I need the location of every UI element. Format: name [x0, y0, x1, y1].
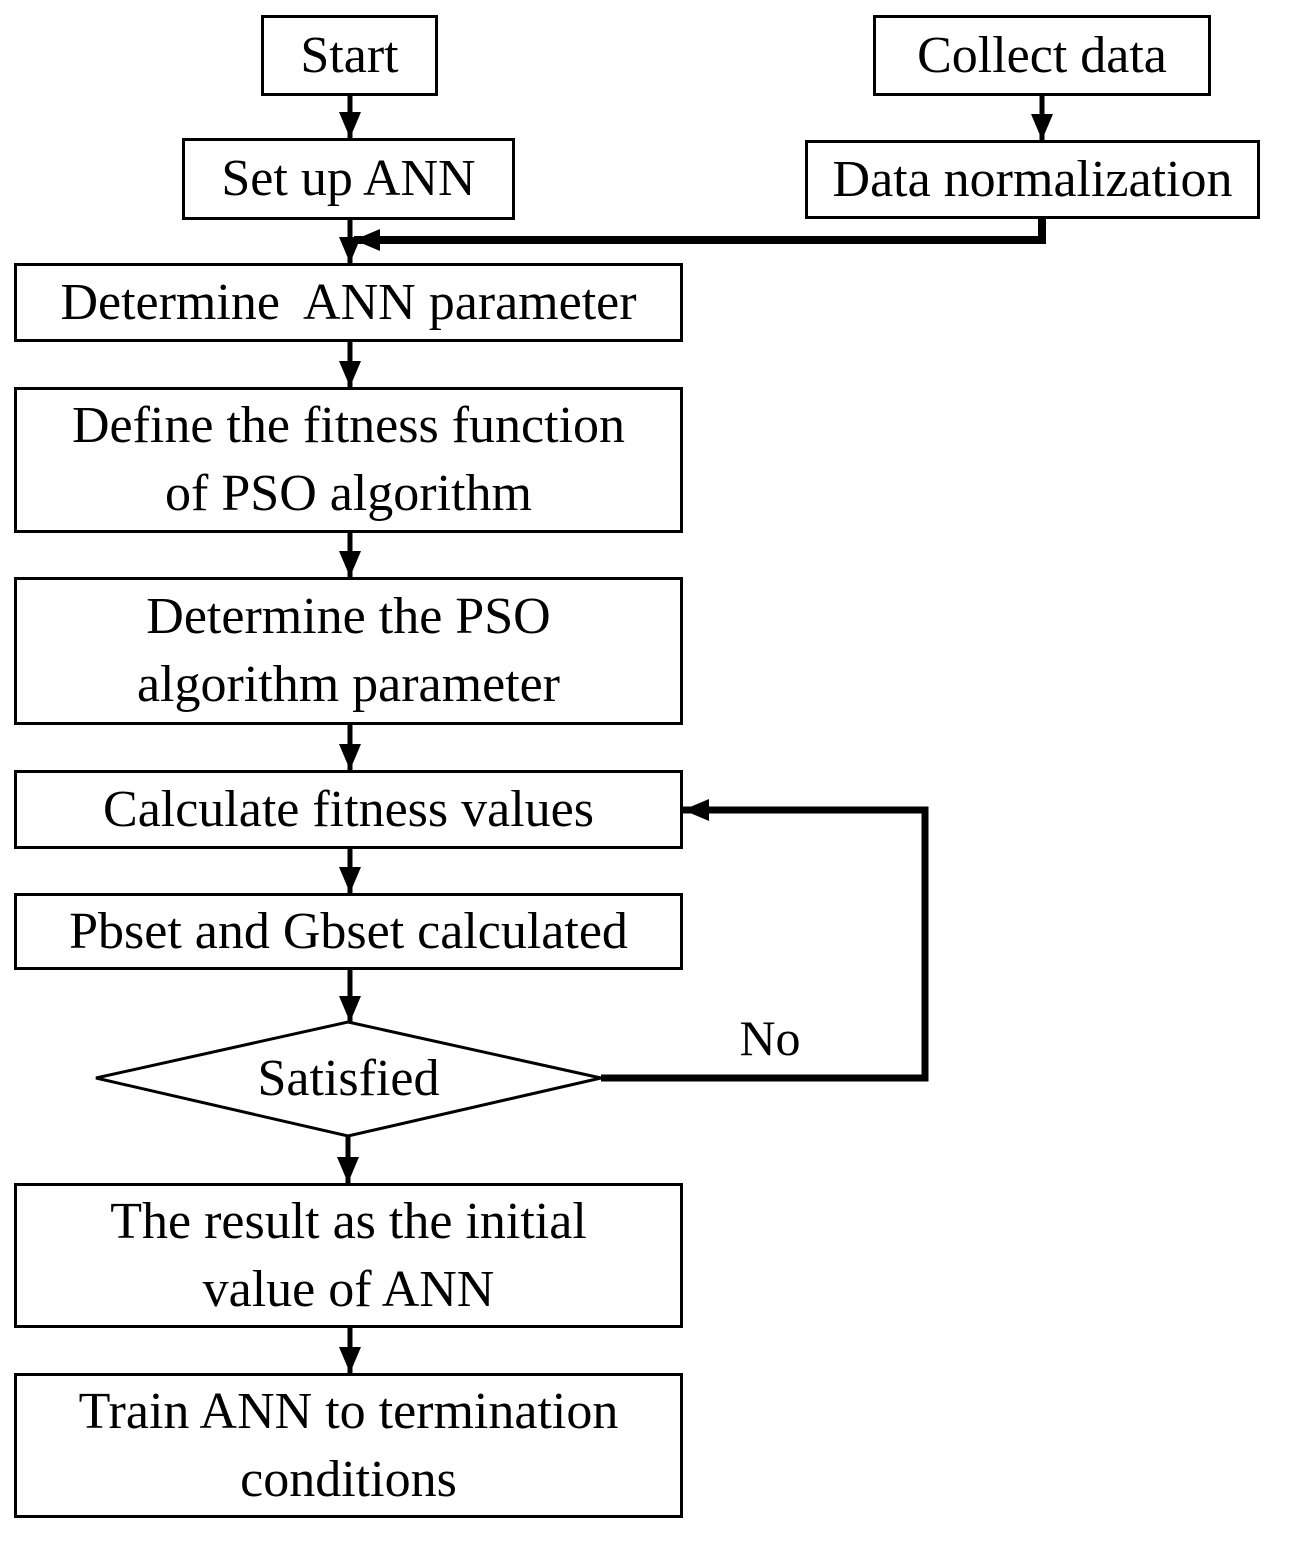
node-data-normalization-label: Data normalization	[832, 150, 1233, 208]
node-train-ann: Train ANN to termination conditions	[14, 1373, 683, 1518]
node-pbset-gbset: Pbset and Gbset calculated	[14, 893, 683, 970]
node-determine-ann-parameter-label: Determine ANN parameter	[60, 273, 637, 331]
node-setup-ann-label: Set up ANN	[221, 150, 476, 208]
node-determine-pso-parameter: Determine the PSO algorithm parameter	[14, 577, 683, 725]
connector-normalization-to-main-flow	[354, 219, 1046, 251]
edge-label-no: No	[700, 1008, 840, 1068]
node-pbset-gbset-label: Pbset and Gbset calculated	[69, 902, 628, 960]
node-calculate-fitness-values-label: Calculate fitness values	[103, 780, 594, 838]
node-setup-ann: Set up ANN	[182, 138, 515, 220]
node-satisfied-decision-label: Satisfied	[257, 1049, 440, 1107]
node-start-label: Start	[300, 26, 399, 84]
node-satisfied-decision: Satisfied	[96, 1022, 601, 1136]
node-calculate-fitness-values: Calculate fitness values	[14, 770, 683, 849]
node-result-initial-value-label: The result as the initial value of ANN	[110, 1192, 587, 1318]
node-data-normalization: Data normalization	[805, 140, 1260, 219]
node-determine-ann-parameter: Determine ANN parameter	[14, 263, 683, 342]
node-train-ann-label: Train ANN to termination conditions	[78, 1382, 619, 1508]
node-start: Start	[261, 15, 438, 96]
node-define-fitness-function: Define the fitness function of PSO algor…	[14, 387, 683, 533]
node-determine-pso-parameter-label: Determine the PSO algorithm parameter	[136, 588, 561, 713]
node-result-initial-value: The result as the initial value of ANN	[14, 1183, 683, 1328]
node-collect-data-label: Collect data	[917, 26, 1167, 84]
node-collect-data: Collect data	[873, 15, 1211, 96]
node-define-fitness-function-label: Define the fitness function of PSO algor…	[71, 397, 626, 522]
edge-label-no-text: No	[739, 1010, 801, 1066]
